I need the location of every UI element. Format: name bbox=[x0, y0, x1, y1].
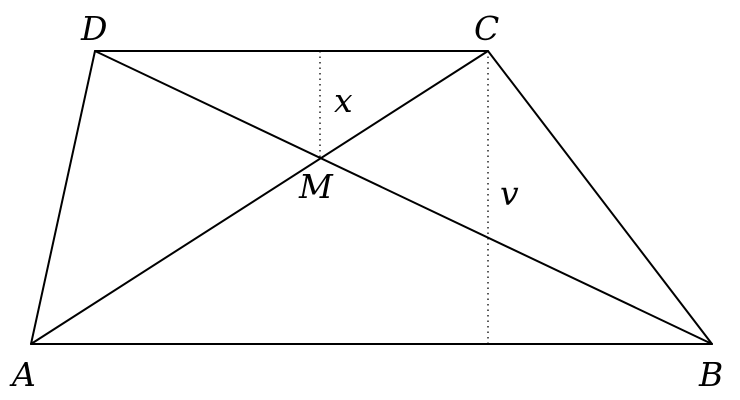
vertex-label-b: B bbox=[698, 355, 723, 394]
side-da bbox=[30, 50, 96, 345]
vertex-label-a: A bbox=[9, 355, 36, 394]
height-label-x: x bbox=[334, 81, 353, 120]
vertex-label-m: M bbox=[298, 167, 334, 206]
diagonals bbox=[30, 50, 713, 345]
side-bc bbox=[487, 50, 713, 345]
vertex-label-d: D bbox=[80, 9, 107, 48]
vertex-label-c: C bbox=[474, 9, 499, 48]
height-lines bbox=[319, 51, 489, 344]
height-label-v: v bbox=[500, 174, 519, 213]
diagonal-bd bbox=[94, 50, 713, 345]
diagonal-ac bbox=[30, 50, 489, 345]
trapezoid-outline bbox=[30, 50, 713, 345]
